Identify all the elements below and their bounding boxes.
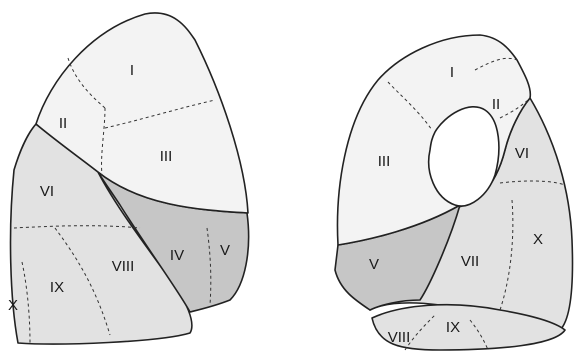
left-label-iv: IV bbox=[170, 247, 184, 264]
right-label-ix: IX bbox=[446, 319, 460, 336]
right-label-ii: II bbox=[492, 96, 500, 113]
left-label-iii: III bbox=[160, 148, 173, 165]
left-label-vi: VI bbox=[40, 183, 54, 200]
left-label-ii: II bbox=[59, 115, 67, 132]
right-label-vii: VII bbox=[461, 253, 479, 270]
right-label-iii: III bbox=[378, 153, 391, 170]
right-label-x: X bbox=[533, 231, 543, 248]
left-label-v: V bbox=[220, 242, 230, 259]
right-lung: I II III VI V VII X VIII IX bbox=[335, 35, 573, 350]
left-lung: I II III VI IV V VIII IX X bbox=[8, 13, 249, 344]
left-label-x: X bbox=[8, 297, 18, 314]
right-label-viii: VIII bbox=[388, 329, 411, 346]
right-label-vi: VI bbox=[515, 145, 529, 162]
left-label-i: I bbox=[130, 62, 134, 79]
left-label-viii: VIII bbox=[112, 258, 135, 275]
right-label-v: V bbox=[369, 256, 379, 273]
left-label-ix: IX bbox=[50, 279, 64, 296]
right-label-i: I bbox=[450, 64, 454, 81]
